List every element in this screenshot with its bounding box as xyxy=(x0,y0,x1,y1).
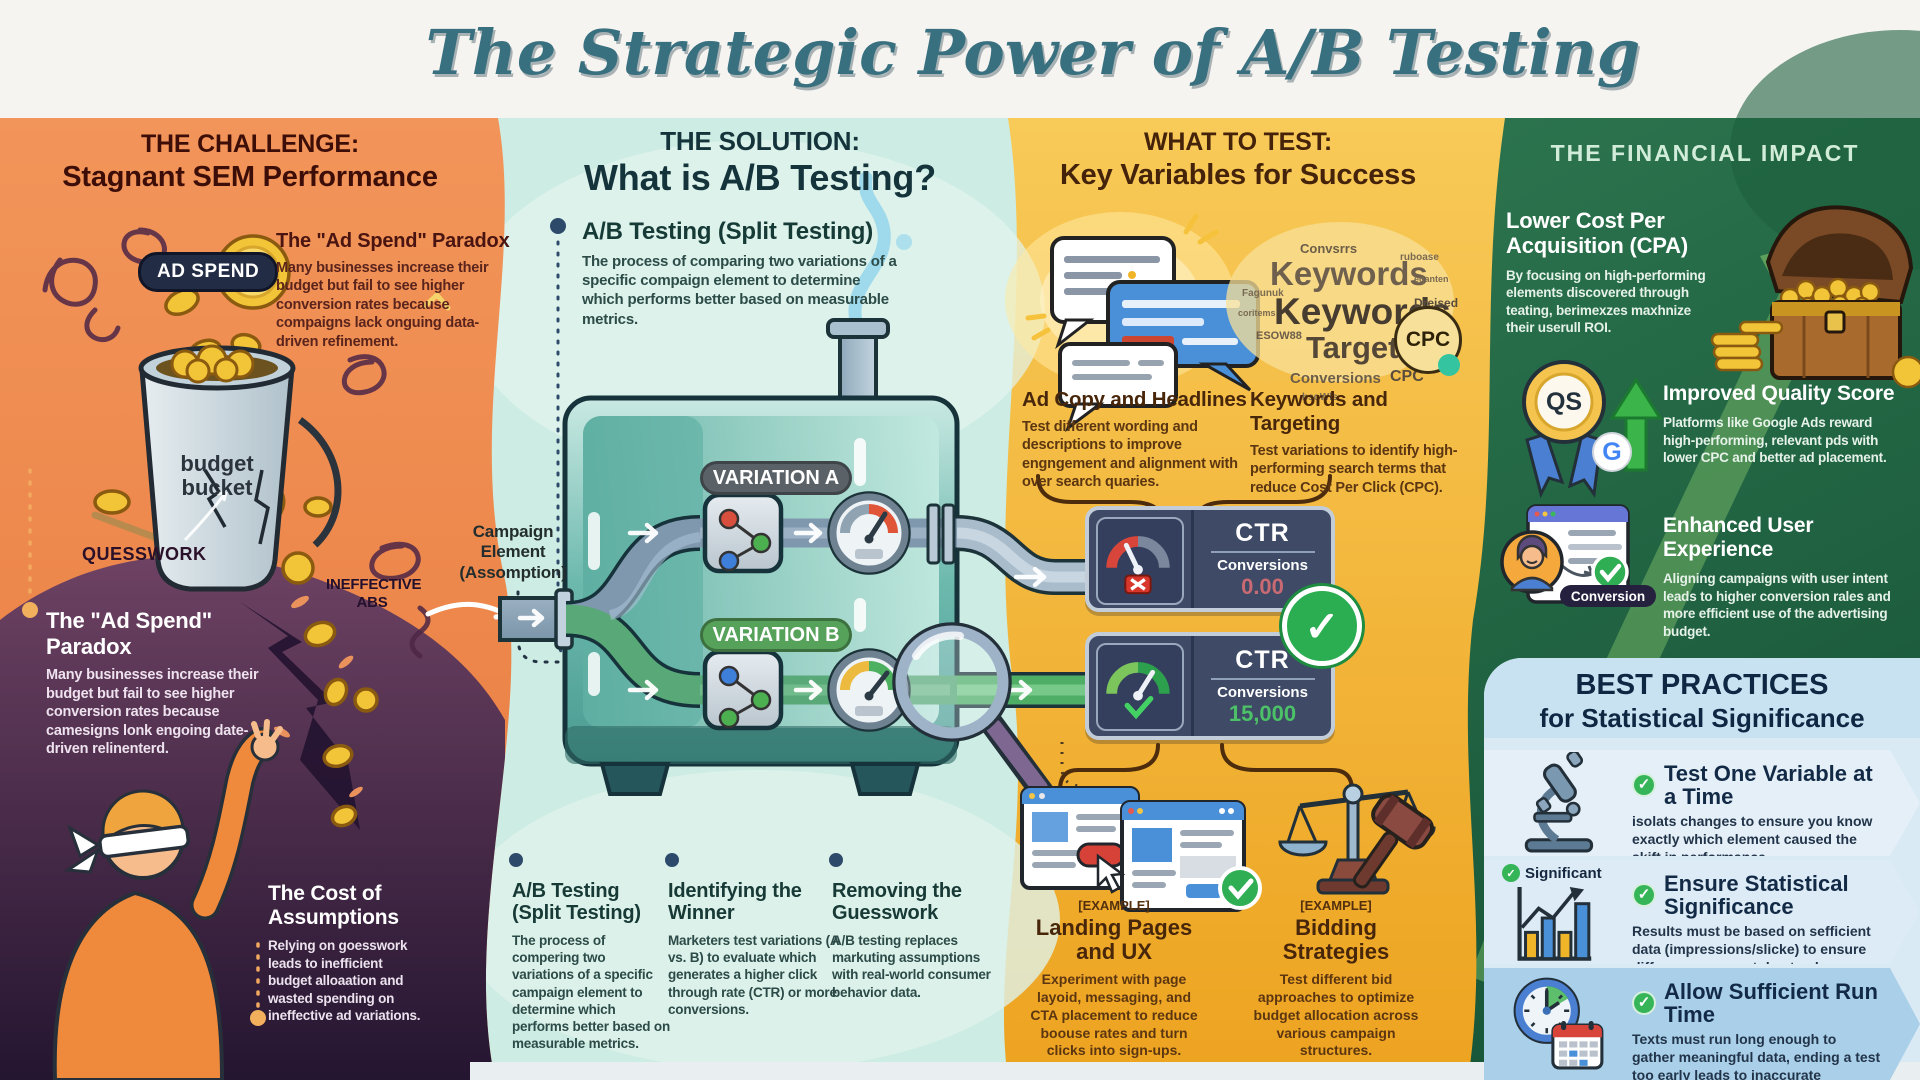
qs-badge: QS xyxy=(1545,388,1583,416)
ab-testing-definition: A/B Testing (Split Testing) The process … xyxy=(582,218,897,328)
quality-score-item: Improved Quality Score Platforms like Go… xyxy=(1663,382,1895,466)
cloud-word: CPC xyxy=(1390,368,1424,385)
success-gauge-icon xyxy=(1096,643,1184,731)
check-icon xyxy=(1124,695,1154,720)
bp-item-statistical-significance: ✓Significant ✓Ensure Statistical Signifi… xyxy=(1484,860,1920,964)
cloud-word: coritems xyxy=(1238,308,1276,318)
solution-column-2: Identifying the Winner Marketers test va… xyxy=(668,880,839,1017)
check-icon: ✓ xyxy=(1632,883,1656,907)
gauge-a-icon xyxy=(827,491,911,575)
keywords-targeting-item: Keywords and Targeting Test variations t… xyxy=(1250,388,1458,496)
cloud-word: ruboase xyxy=(1400,252,1439,263)
check-icon: ✓ xyxy=(1502,864,1520,882)
browser-windows-icon xyxy=(1020,786,1262,912)
magnifier-icon xyxy=(892,622,1054,804)
solution-column-1: A/B Testing (Split Testing) The process … xyxy=(512,880,670,1052)
variation-a-node-icon xyxy=(702,492,784,574)
campaign-element-label: Campaign Element (Assomption) xyxy=(459,522,567,582)
check-icon: ✓ xyxy=(1632,991,1656,1015)
check-icon: ✓ xyxy=(1632,773,1656,797)
conversions-value-a: 0.00 xyxy=(1241,573,1284,599)
best-practices-header: BEST PRACTICES for Statistical Significa… xyxy=(1484,658,1920,738)
ineffective-ads-label: INEFFECTIVE ABS xyxy=(326,576,422,611)
solution-column-3: Removing the Guesswork A/B testing repla… xyxy=(832,880,991,1000)
bp-item-one-variable: ✓Test One Variable at a Time isolats cha… xyxy=(1484,750,1920,856)
google-icon: G xyxy=(1602,438,1622,466)
bar-chart-icon xyxy=(1510,882,1596,966)
cloud-word: ESOW88 xyxy=(1256,330,1302,342)
treasure-chest-icon xyxy=(1710,205,1920,389)
example-bidding-strategies: [EXAMPLE] Bidding Strategies Test differ… xyxy=(1253,898,1419,1059)
page-title: The Strategic Power of A/B Testing xyxy=(425,16,1641,89)
best-practices-panel: BEST PRACTICES for Statistical Significa… xyxy=(1484,658,1920,1062)
solution-header: THE SOLUTION: What is A/B Testing? xyxy=(584,126,936,198)
ad-spend-paradox-top: The "Ad Spend" Paradox Many businesses i… xyxy=(276,230,510,350)
conversion-badge: Conversion xyxy=(1560,585,1656,607)
chat-bubbles-icon xyxy=(1005,212,1260,433)
cpc-dot-icon xyxy=(1438,354,1460,376)
variation-a-pill: VARIATION A xyxy=(700,461,852,495)
blindfolded-person-icon xyxy=(52,719,283,1080)
cloud-word: bsoWls xyxy=(1302,392,1338,403)
cursor-icon xyxy=(1096,853,1126,894)
gauge-b-icon xyxy=(827,648,911,732)
microscope-icon xyxy=(1516,752,1608,854)
result-panel-variation-a: CTR Conversions 0.00 xyxy=(1085,506,1335,612)
result-panel-variation-b: CTR Conversions 15,000 xyxy=(1085,632,1335,740)
ad-spend-badge: AD SPEND xyxy=(138,252,279,292)
conversions-label: Conversions xyxy=(1217,556,1308,574)
flow-arrows xyxy=(517,522,1047,701)
ad-spend-paradox-bottom: The "Ad Spend" Paradox Many businesses i… xyxy=(46,608,259,758)
ad-copy-item: Ad Copy and Headlines Test different wor… xyxy=(1022,388,1247,491)
scales-gavel-icon xyxy=(1278,783,1436,895)
metric-name: CTR xyxy=(1235,518,1290,547)
bp-item-run-time: ✓Allow Sufficient Run Time Texts must ru… xyxy=(1484,968,1920,1080)
lower-cpa-item: Lower Cost Per Acquisition (CPA) By focu… xyxy=(1506,208,1706,336)
cloud-word: Convsrrs xyxy=(1300,241,1358,256)
cloud-word: Keywords xyxy=(1270,255,1428,292)
cloud-word: Conversions xyxy=(1290,370,1381,387)
what-to-test-header: WHAT TO TEST: Key Variables for Success xyxy=(1059,128,1417,191)
fail-gauge-icon xyxy=(1096,517,1184,605)
budget-bucket-icon xyxy=(91,344,342,592)
cloud-word: eqanten xyxy=(1414,274,1449,284)
ground-crack xyxy=(240,602,360,830)
google-icon-bg xyxy=(1592,432,1632,472)
guesswork-label: QUESSWORK xyxy=(82,544,207,564)
variation-b-node-icon xyxy=(702,649,784,731)
clock-calendar-icon xyxy=(1510,974,1608,1072)
conversions-label: Conversions xyxy=(1217,683,1308,701)
metric-name: CTR xyxy=(1235,645,1290,674)
significant-label: ✓Significant xyxy=(1502,864,1602,882)
user-browser-icon xyxy=(1500,504,1630,604)
example-landing-pages: [EXAMPLE] Landing Pages and UX Experimen… xyxy=(1030,898,1198,1059)
user-experience-item: Enhanced User Experience Aligning campai… xyxy=(1663,514,1891,639)
conversions-value-b: 15,000 xyxy=(1228,700,1297,726)
cloud-word: Fagunuk xyxy=(1242,288,1284,299)
steam xyxy=(848,171,891,329)
challenge-header: THE CHALLENGE: Stagnant SEM Performance xyxy=(62,130,438,193)
cost-of-assumptions: The Cost of Assumptions Relying on goess… xyxy=(268,882,421,1024)
variation-b-pill: VARIATION B xyxy=(700,618,852,652)
bucket-label: budget bucket xyxy=(180,451,254,501)
ab-testing-machine-icon xyxy=(498,171,1090,796)
financial-impact-header: THE FINANCIAL IMPACT xyxy=(1550,140,1860,166)
winner-check-icon: ✓ xyxy=(1282,586,1362,666)
